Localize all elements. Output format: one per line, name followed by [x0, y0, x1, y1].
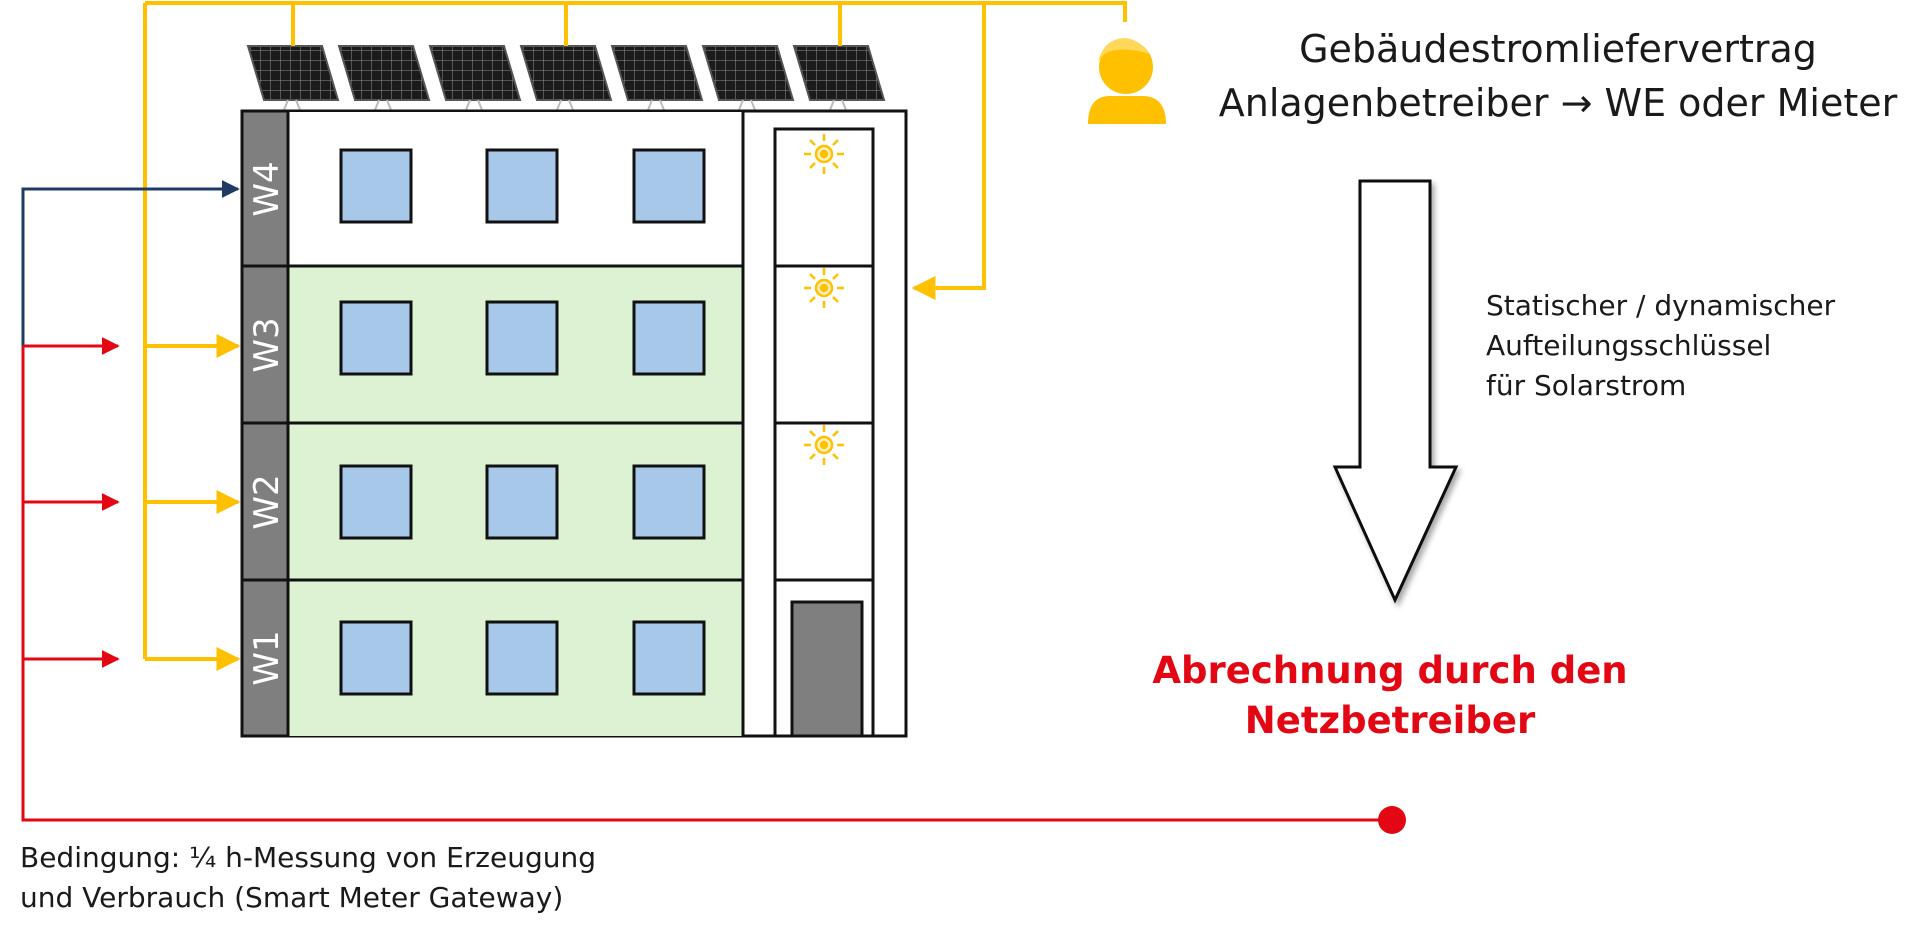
grid-power-lines [21, 337, 1380, 822]
light-bulb-icon [804, 268, 844, 308]
windows [339, 148, 706, 696]
billing-line-2: Netzbetreiber [1244, 699, 1536, 742]
condition-line-2: und Verbrauch (Smart Meter Gateway) [20, 881, 564, 914]
unit-label-w4: W4 [247, 161, 287, 216]
solar-panel-row [246, 45, 886, 111]
unit-label-w3: W3 [247, 317, 287, 372]
door-icon [790, 600, 864, 738]
solar-panel-icon [428, 45, 522, 111]
split-key-text: Statischer / dynamischer Aufteilungsschl… [1486, 286, 1835, 406]
grid-connection-w4 [21, 180, 240, 346]
solar-panel-icon [610, 45, 704, 111]
solar-panel-icon [792, 45, 886, 111]
billing-text: Abrechnung durch den Netzbetreiber [1120, 646, 1660, 746]
light-bulb-icon [804, 425, 844, 465]
solar-panel-icon [701, 45, 795, 111]
solar-panel-icon [246, 45, 340, 111]
split-key-line-3: für Solarstrom [1486, 369, 1687, 402]
condition-text: Bedingung: ¼ h-Messung von Erzeugung und… [20, 838, 596, 918]
solar-panel-icon [337, 45, 431, 111]
grid-meter-dot [1378, 806, 1406, 834]
billing-line-1: Abrechnung durch den [1152, 649, 1628, 692]
light-bulb-icon [804, 134, 844, 174]
condition-line-1: Bedingung: ¼ h-Messung von Erzeugung [20, 841, 596, 874]
split-key-line-2: Aufteilungsschlüssel [1486, 329, 1772, 362]
contract-line-1: Gebäudestromliefervertrag [1299, 27, 1817, 71]
person-icon [1088, 38, 1166, 124]
stairwell [773, 127, 875, 738]
solar-panel-icon [519, 45, 613, 111]
building: W4 W3 W2 W1 [240, 109, 908, 738]
contract-line-2: Anlagenbetreiber → WE oder Mieter [1218, 81, 1898, 125]
unit-label-w1: W1 [247, 630, 287, 685]
unit-label-w2: W2 [247, 474, 287, 529]
contract-title: Gebäudestromliefervertrag Anlagenbetreib… [1198, 22, 1918, 130]
down-arrow-icon [1332, 179, 1459, 604]
split-key-line-1: Statischer / dynamischer [1486, 289, 1836, 322]
